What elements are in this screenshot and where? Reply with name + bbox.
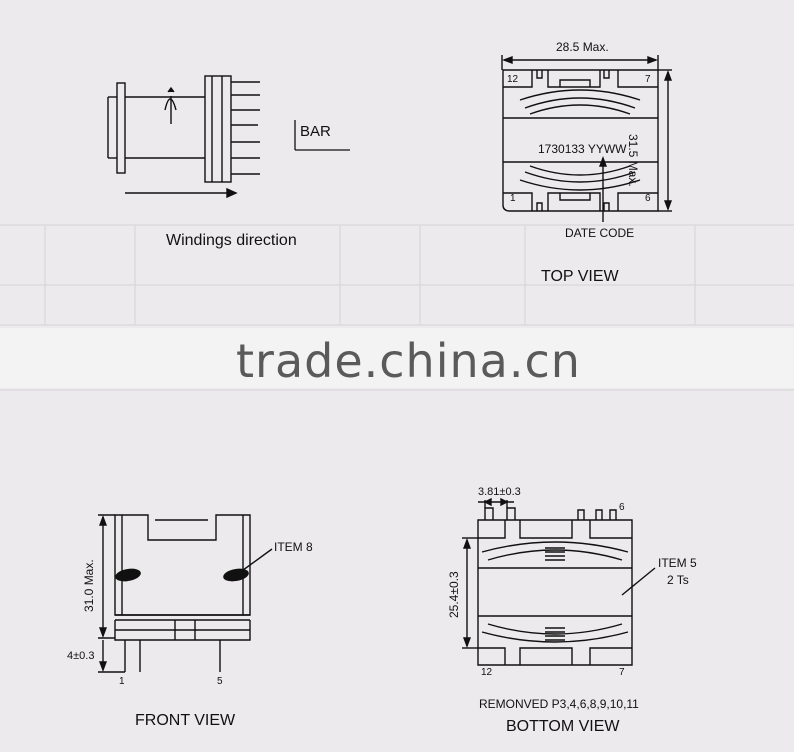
item8-left-marker xyxy=(115,568,141,582)
top-view-outline xyxy=(501,55,673,222)
item5-label: ITEM 5 xyxy=(658,556,697,570)
front-pin-label-5: 5 xyxy=(217,676,223,687)
faded-background-table xyxy=(0,224,794,391)
item8-label: ITEM 8 xyxy=(274,540,313,554)
front-height-dim: 31.0 Max. xyxy=(82,559,96,612)
top-width-dim: 28.5 Max. xyxy=(556,40,609,54)
front-view-outline xyxy=(98,514,273,673)
windings-caption: Windings direction xyxy=(166,232,297,249)
pin-label-7: 7 xyxy=(645,74,651,85)
front-view-title: FRONT VIEW xyxy=(135,712,236,729)
turns-label: 2 Ts xyxy=(667,573,689,587)
bottom-height-dim: 25.4±0.3 xyxy=(447,571,461,618)
pin-pitch-dim: 3.81±0.3 xyxy=(478,486,521,498)
date-code-label: DATE CODE xyxy=(565,226,635,240)
watermark-band xyxy=(0,328,794,388)
front-pin-label-1: 1 xyxy=(119,676,125,687)
bottom-pin-label-12: 12 xyxy=(481,667,493,678)
bottom-view-outline xyxy=(462,497,656,666)
bar-label-bracket xyxy=(294,120,350,151)
bottom-view-title: BOTTOM VIEW xyxy=(506,718,620,735)
winding-schematic xyxy=(107,75,260,199)
bottom-pin-label-7: 7 xyxy=(619,667,625,678)
top-height-dim: 31.5 Max. xyxy=(626,134,640,187)
removed-pins-note: REMONVED P3,4,6,8,9,10,11 xyxy=(479,697,639,711)
top-view-title: TOP VIEW xyxy=(541,268,619,285)
bar-label: BAR xyxy=(300,123,331,140)
part-code: 1730133 YYWW xyxy=(538,142,627,156)
pin-label-6: 6 xyxy=(645,193,651,204)
watermark: trade.china.cn xyxy=(236,334,581,388)
bottom-pin-label-6: 6 xyxy=(619,502,625,513)
pin-label-12: 12 xyxy=(507,74,519,85)
item8-right-marker xyxy=(223,568,249,582)
pin-label-1: 1 xyxy=(510,193,516,204)
pin-length-dim: 4±0.3 xyxy=(67,650,95,662)
